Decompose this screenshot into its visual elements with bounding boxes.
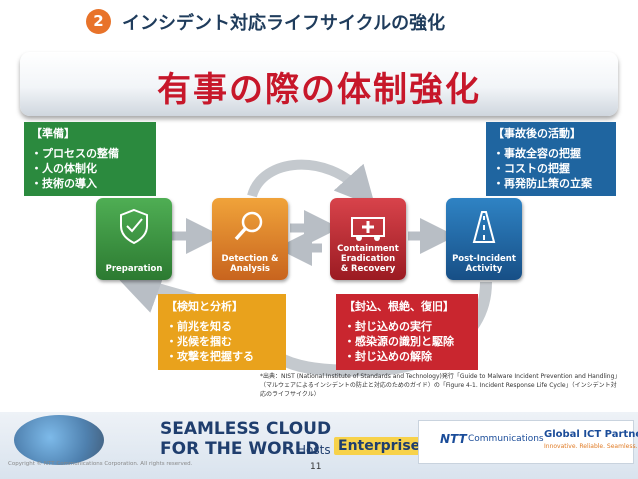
seamless-cloud-text: SEAMLESS CLOUD [160,419,332,439]
ntt-logo: NTT [440,432,467,446]
headline-banner: 有事の際の体制強化 [20,52,618,116]
road-icon [472,211,496,243]
hosts-text: Hosts [297,443,331,457]
post-incident-item: ・コストの把握 [493,162,570,175]
headline-text: 有事の際の体制強化 [157,70,481,110]
tagline-text: Innovative. Reliable. Seamless. [544,443,638,450]
section-number-badge: 2 [86,9,111,34]
detection-box: 【検知と分析】 ・前兆を知る ・兆候を掴む ・攻撃を把握する [158,294,286,370]
source-note: *出典：NIST (National Institute of Standard… [260,373,618,398]
tile-preparation: Preparation [96,198,172,280]
preparation-item: ・人の体制化 [31,162,97,175]
preparation-item: ・プロセスの整備 [31,147,119,160]
magnifier-icon [234,211,263,241]
detection-box-title: 【検知と分析】 [166,300,243,313]
preparation-box: 【準備】 ・プロセスの整備 ・人の体制化 ・技術の導入 [24,122,156,196]
ntt-communications-text: Communications [468,434,544,444]
containment-item: ・封じ込めの解除 [344,350,432,363]
tile-label: Post-Incident Activity [452,254,516,274]
post-incident-item: ・再発防止策の立案 [493,177,592,190]
containment-box-title: 【封込、根絶、復旧】 [344,300,454,313]
tile-label: Containment Eradication & Recovery [337,244,399,274]
ntt-logo-panel [418,420,634,464]
containment-box: 【封込、根絶、復旧】 ・封じ込めの実行 ・感染源の識別と駆除 ・封じ込めの解除 [336,294,478,370]
containment-item: ・感染源の識別と駆除 [344,335,454,348]
tile-containment: Containment Eradication & Recovery [330,198,406,280]
tile-post-incident: Post-Incident Activity [446,198,522,280]
slide-title: インシデント対応ライフサイクルの強化 [122,13,446,34]
post-incident-box-title: 【事故後の活動】 [493,127,581,140]
tile-label: Detection & Analysis [221,254,279,274]
slide-header: 2 インシデント対応ライフサイクルの強化 [0,0,638,40]
containment-item: ・封じ込めの実行 [344,320,432,333]
copyright-text: Copyright © NTT Communications Corporati… [8,461,193,467]
enterprise-badge: Enterprise [334,437,425,455]
detection-item: ・攻撃を把握する [166,350,254,363]
arrow-top-loop [247,159,376,207]
page-number: 11 [310,462,322,472]
post-incident-box: 【事故後の活動】 ・事故全容の把握 ・コストの把握 ・再発防止策の立案 [486,122,616,196]
globe-image [14,415,104,465]
preparation-box-title: 【準備】 [31,127,75,140]
shield-icon [120,208,148,245]
post-incident-item: ・事故全容の把握 [493,147,581,160]
for-the-world-text: FOR THE WORLD [160,439,320,459]
preparation-item: ・技術の導入 [31,177,97,190]
tile-label: Preparation [105,264,163,274]
detection-item: ・兆候を掴む [166,335,232,348]
ambulance-icon [351,217,385,241]
detection-item: ・前兆を知る [166,320,232,333]
global-ict-partner-text: Global ICT Partner [544,429,638,440]
tile-detection-analysis: Detection & Analysis [212,198,288,280]
